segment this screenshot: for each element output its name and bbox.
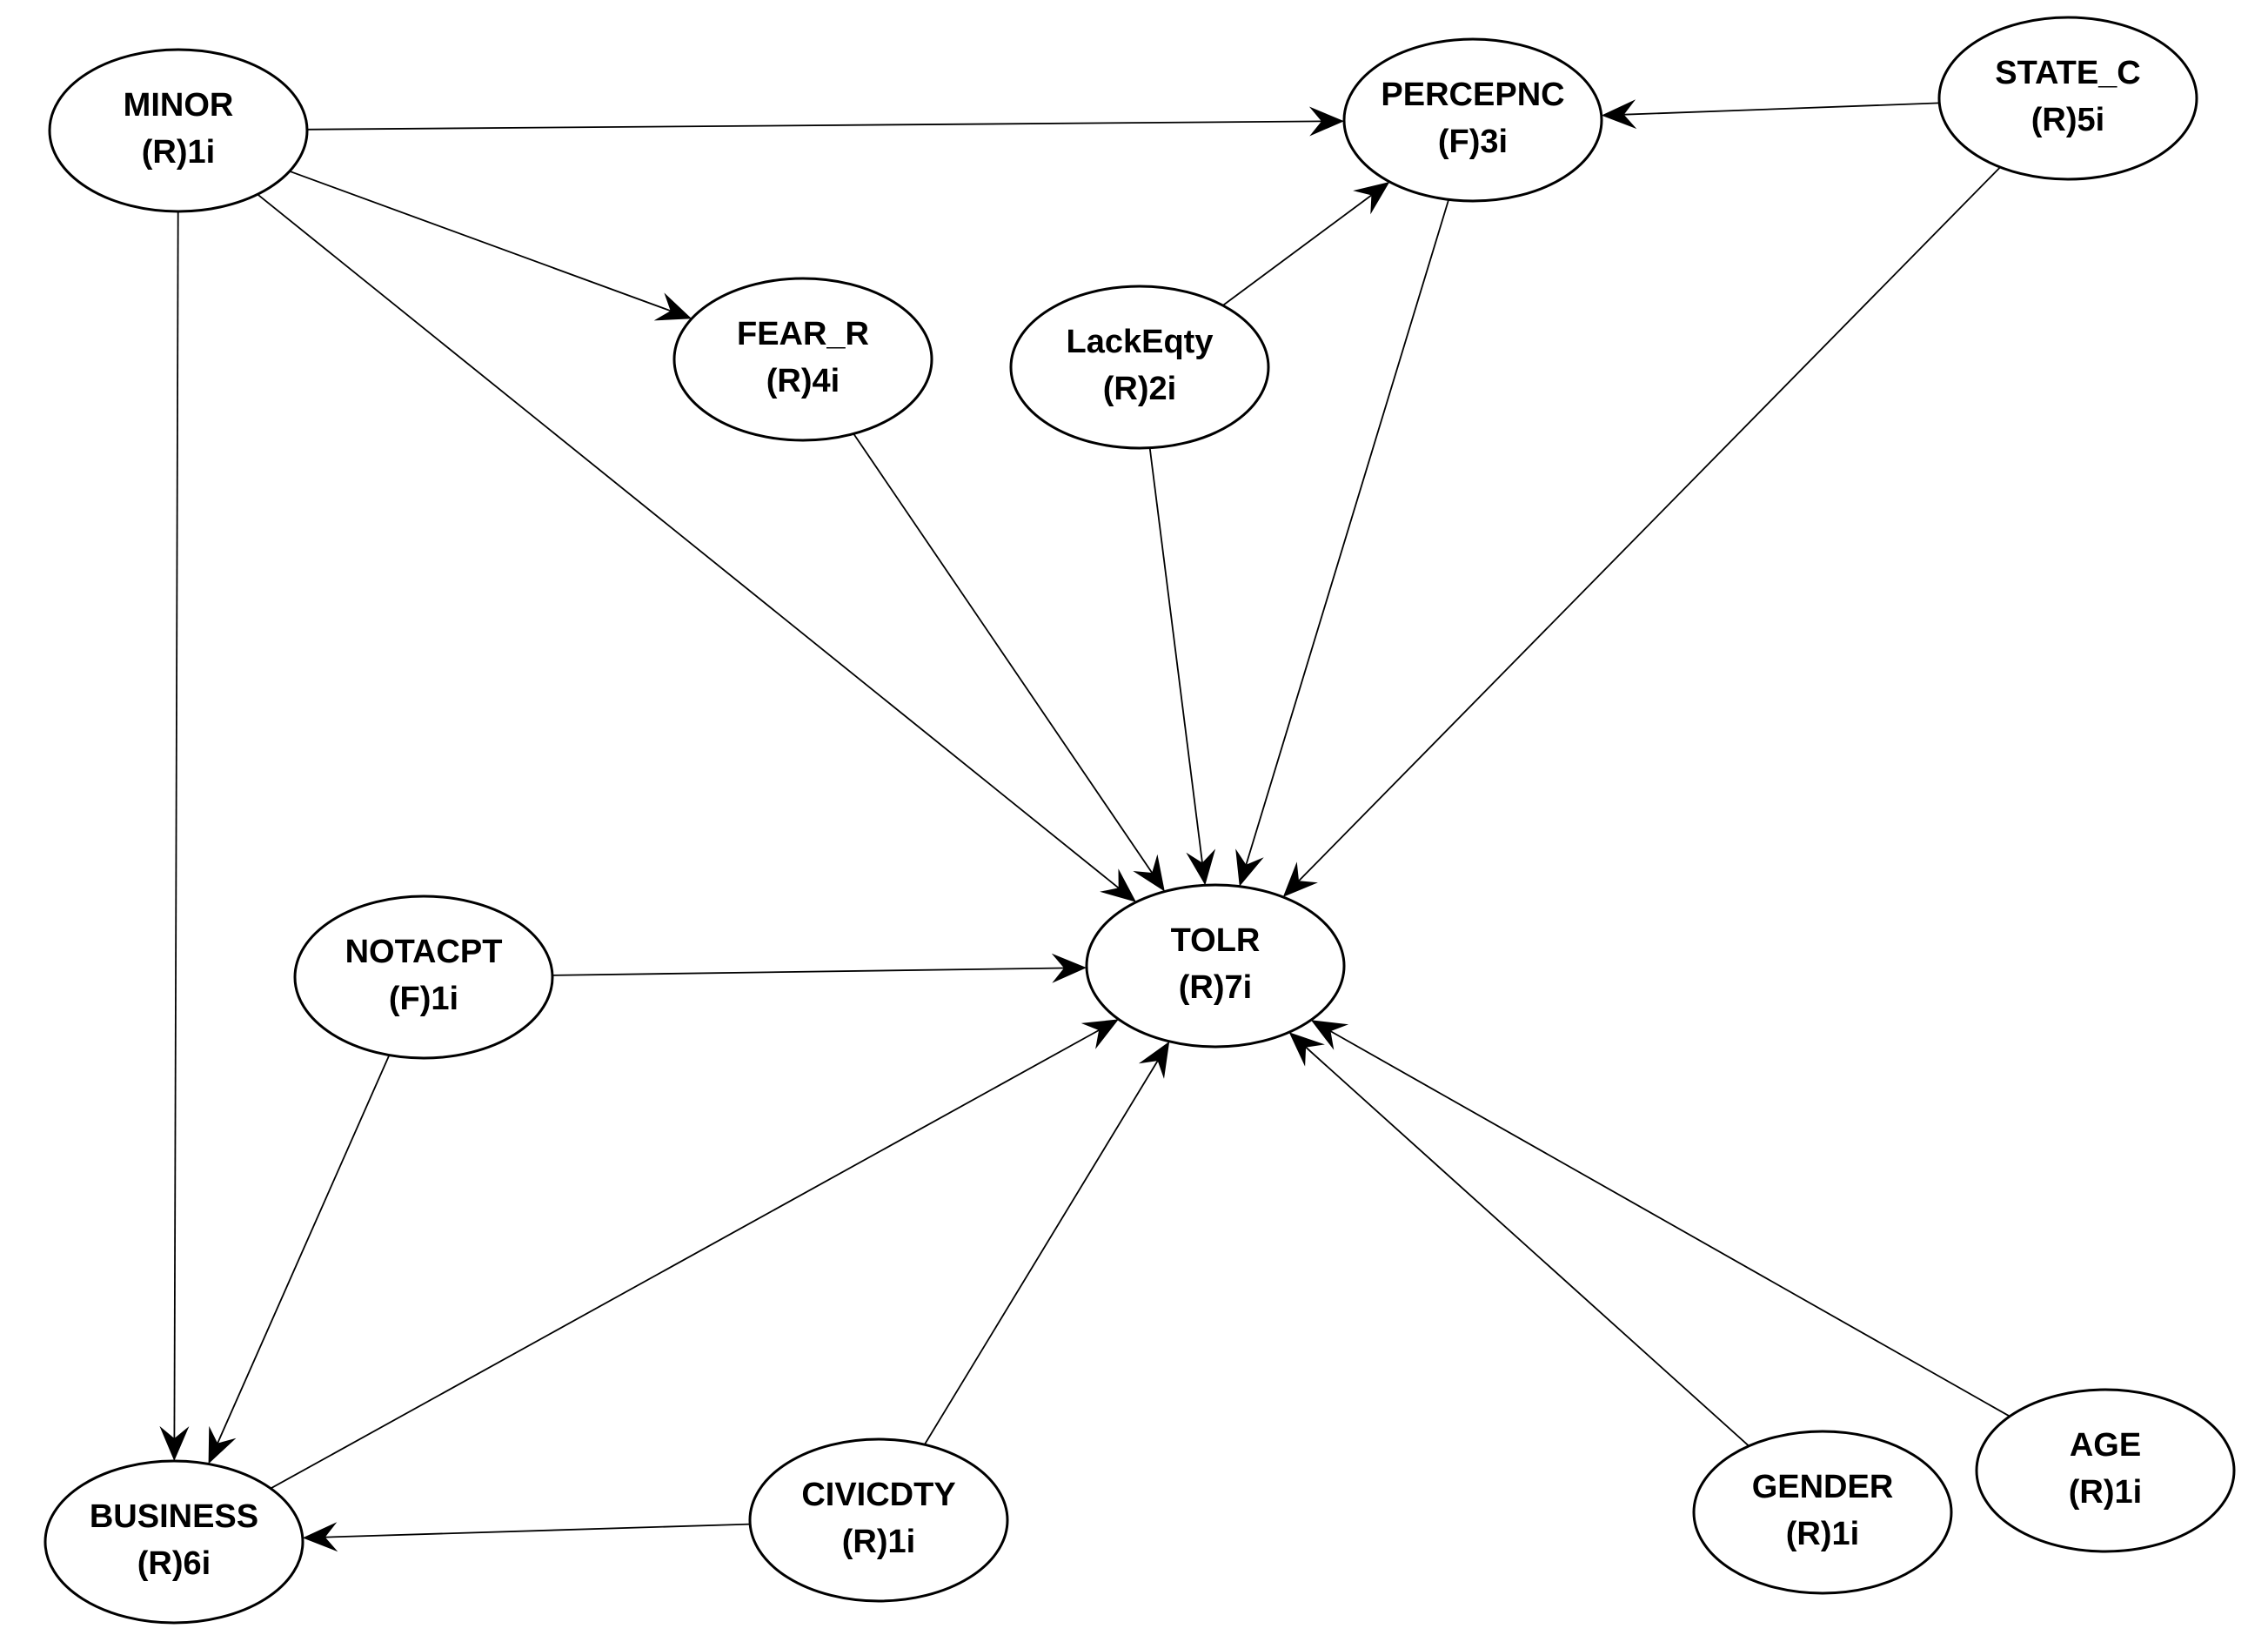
node-ellipse bbox=[1009, 285, 1270, 450]
node-percepnc: PERCEPNC (F)3i bbox=[1342, 37, 1603, 203]
edge-state_c-to-percepnc bbox=[1601, 99, 1940, 130]
edge-line bbox=[217, 1055, 391, 1444]
node-subscript: (R)1i bbox=[2069, 1474, 2142, 1511]
edge-line bbox=[257, 193, 1120, 889]
node-name: LackEqty bbox=[1067, 324, 1214, 360]
node-ellipse bbox=[43, 1459, 304, 1625]
node-subscript: (R)7i bbox=[1179, 969, 1252, 1006]
edge-line bbox=[1245, 199, 1450, 866]
node-notacpt: NOTACPT (F)1i bbox=[293, 895, 554, 1060]
node-name: FEAR_R bbox=[737, 316, 869, 352]
edge-state_c-to-tolr bbox=[1282, 166, 2001, 897]
arrowhead-icon bbox=[1308, 106, 1344, 137]
node-ellipse bbox=[1692, 1430, 1953, 1595]
edge-lackeqty-to-tolr bbox=[1148, 447, 1216, 886]
arrowhead-icon bbox=[1100, 868, 1136, 902]
edge-gender-to-tolr bbox=[1288, 1032, 1750, 1447]
edge-minor-to-business bbox=[159, 211, 190, 1461]
arrowhead-icon bbox=[302, 1522, 338, 1552]
node-ellipse bbox=[1937, 16, 2198, 181]
edge-line bbox=[924, 1060, 1159, 1445]
arrowhead-icon bbox=[1310, 1020, 1349, 1050]
arrowhead-icon bbox=[1235, 848, 1264, 887]
node-ellipse bbox=[48, 48, 309, 213]
node-subscript: (R)6i bbox=[137, 1545, 211, 1582]
node-name: CIVICDTY bbox=[801, 1477, 955, 1513]
node-ellipse bbox=[1975, 1388, 2236, 1553]
edge-line bbox=[173, 211, 179, 1439]
node-state_c: STATE_C (R)5i bbox=[1937, 16, 2198, 181]
arrowhead-icon bbox=[653, 292, 692, 321]
node-subscript: (R)1i bbox=[1786, 1516, 1859, 1552]
edge-line bbox=[1330, 1030, 2010, 1417]
node-ellipse bbox=[1085, 883, 1346, 1049]
node-subscript: (R)2i bbox=[1103, 371, 1176, 407]
node-subscript: (F)1i bbox=[389, 981, 458, 1017]
arrowhead-icon bbox=[1138, 1041, 1170, 1079]
node-civicdty: CIVICDTY (R)1i bbox=[748, 1437, 1009, 1603]
edge-age-to-tolr bbox=[1310, 1020, 2010, 1417]
node-subscript: (R)5i bbox=[2031, 102, 2104, 138]
edge-line bbox=[1623, 102, 1940, 116]
node-age: AGE (R)1i bbox=[1975, 1388, 2236, 1553]
node-name: PERCEPNC bbox=[1381, 77, 1564, 113]
node-subscript: (R)1i bbox=[142, 134, 215, 171]
edge-line bbox=[289, 170, 672, 312]
arrowhead-icon bbox=[1051, 953, 1087, 983]
node-name: STATE_C bbox=[1995, 55, 2141, 91]
arrowhead-icon bbox=[1288, 1032, 1325, 1067]
arrowhead-icon bbox=[1133, 854, 1165, 892]
node-name: GENDER bbox=[1752, 1469, 1894, 1505]
edge-fear_r-to-tolr bbox=[853, 432, 1165, 892]
edge-lackeqty-to-percepnc bbox=[1222, 182, 1390, 306]
edge-line bbox=[552, 967, 1065, 976]
arrowhead-icon bbox=[1186, 848, 1216, 886]
node-name: BUSINESS bbox=[90, 1498, 258, 1535]
edge-notacpt-to-tolr bbox=[552, 953, 1087, 983]
node-ellipse bbox=[748, 1437, 1009, 1603]
node-tolr: TOLR (R)7i bbox=[1085, 883, 1346, 1049]
node-subscript: (R)4i bbox=[766, 363, 840, 399]
node-subscript: (F)3i bbox=[1438, 124, 1508, 160]
arrowhead-icon bbox=[159, 1425, 190, 1461]
node-subscript: (R)1i bbox=[842, 1524, 915, 1560]
edge-civicdty-to-tolr bbox=[924, 1041, 1170, 1445]
node-minor: MINOR (R)1i bbox=[48, 48, 309, 213]
edges-layer bbox=[159, 99, 2010, 1552]
edge-line bbox=[853, 432, 1153, 874]
node-name: AGE bbox=[2070, 1427, 2141, 1464]
edge-minor-to-percepnc bbox=[306, 106, 1344, 137]
node-name: NOTACPT bbox=[345, 934, 503, 970]
edge-line bbox=[270, 1029, 1100, 1490]
arrowhead-icon bbox=[1080, 1019, 1119, 1049]
edge-line bbox=[1305, 1046, 1750, 1447]
edge-line bbox=[306, 120, 1322, 131]
node-gender: GENDER (R)1i bbox=[1692, 1430, 1953, 1595]
arrowhead-icon bbox=[1601, 99, 1637, 130]
edge-business-to-tolr bbox=[270, 1019, 1119, 1490]
edge-percepnc-to-tolr bbox=[1235, 199, 1450, 887]
edge-notacpt-to-business bbox=[208, 1055, 391, 1464]
arrowhead-icon bbox=[1353, 182, 1390, 215]
node-lackeqty: LackEqty (R)2i bbox=[1009, 285, 1270, 450]
node-ellipse bbox=[293, 895, 554, 1060]
node-name: TOLR bbox=[1171, 922, 1261, 959]
nodes-layer: MINOR (R)1i PERCEPNC (F)3i STATE_C (R)5iFEAR_… bbox=[43, 16, 2236, 1625]
edge-civicdty-to-business bbox=[302, 1522, 751, 1552]
node-business: BUSINESS (R)6i bbox=[43, 1459, 304, 1625]
node-name: MINOR bbox=[124, 87, 234, 124]
arrowhead-icon bbox=[208, 1425, 237, 1464]
edge-line bbox=[1222, 194, 1372, 306]
edge-line bbox=[324, 1523, 751, 1538]
edge-minor-to-fear_r bbox=[289, 170, 692, 321]
edge-line bbox=[1148, 447, 1203, 863]
arrowhead-icon bbox=[1282, 861, 1318, 897]
edge-line bbox=[1298, 166, 2001, 881]
node-ellipse bbox=[1342, 37, 1603, 203]
edge-minor-to-tolr bbox=[257, 193, 1136, 902]
node-fear_r: FEAR_R (R)4i bbox=[672, 277, 933, 442]
node-ellipse bbox=[672, 277, 933, 442]
